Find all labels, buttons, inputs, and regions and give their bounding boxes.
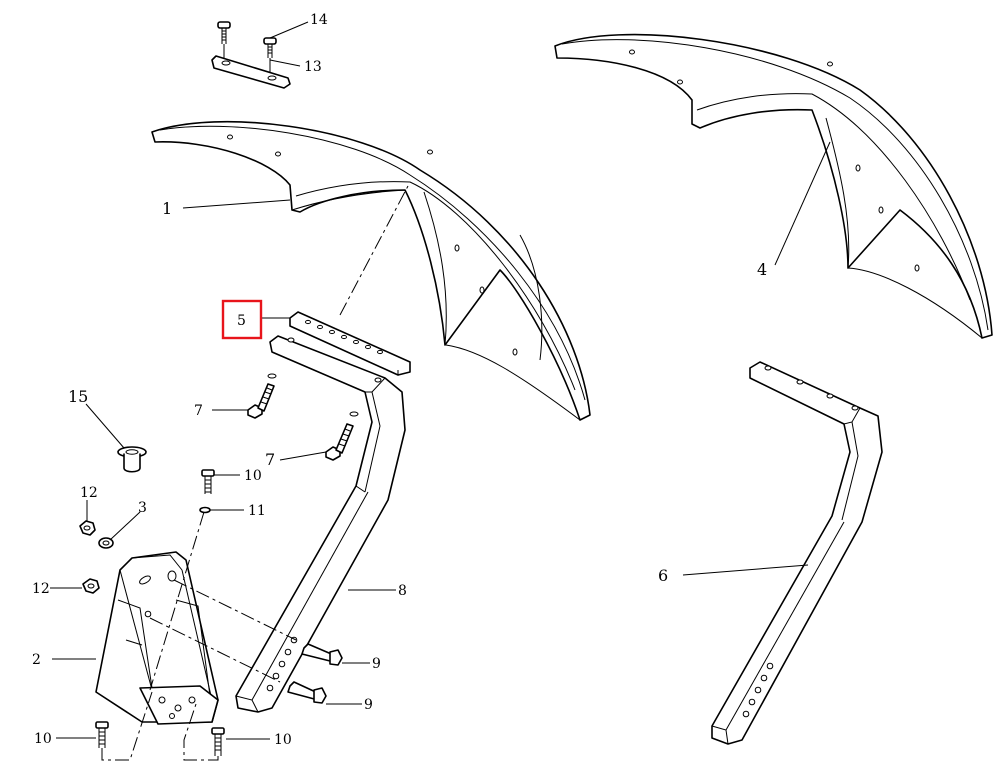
callout-4: 4 [757, 260, 767, 279]
callout-10b: 10 [34, 731, 52, 747]
part-8-bracket-arm [235, 335, 406, 713]
callout-1: 1 [162, 199, 172, 218]
callout-11: 11 [248, 503, 266, 519]
callout-7b: 7 [265, 450, 275, 469]
part-4-mudguard [554, 33, 993, 339]
callout-15: 15 [68, 387, 88, 406]
callout-12a: 12 [80, 485, 98, 501]
part-3-washer [98, 537, 114, 549]
callout-10a: 10 [244, 468, 262, 484]
part-1-mudguard [151, 120, 591, 421]
callout-10c: 10 [274, 732, 292, 748]
callout-6: 6 [658, 566, 668, 585]
callout-8: 8 [398, 583, 407, 599]
callout-9a: 9 [372, 656, 381, 672]
part-15-bushing [117, 446, 147, 473]
part-14-bolts [217, 21, 277, 78]
callout-labels: 1 2 3 4 5 6 7 7 8 9 9 10 10 10 11 12 12 … [32, 12, 767, 748]
part-9-bolts [287, 643, 343, 704]
callout-5-highlight [221, 299, 263, 340]
callout-9b: 9 [364, 697, 373, 713]
part-12-nuts [79, 520, 100, 594]
part-10-bolts [95, 469, 225, 756]
callout-7a: 7 [194, 403, 203, 419]
callout-3: 3 [138, 500, 147, 516]
part-5-clamp-bar [289, 185, 411, 376]
part-6-bracket-arm [711, 361, 883, 745]
part-2-mount-bracket [95, 551, 219, 725]
callout-5: 5 [237, 313, 246, 329]
leader-lines [50, 21, 831, 740]
callout-2: 2 [32, 652, 41, 668]
part-11-washer [199, 506, 211, 514]
callout-14: 14 [310, 12, 328, 28]
part-13-plate [211, 55, 291, 89]
callout-12b: 12 [32, 581, 50, 597]
assembly-lines [101, 511, 297, 761]
part-7-bolts [247, 373, 359, 461]
callout-13: 13 [304, 59, 322, 75]
